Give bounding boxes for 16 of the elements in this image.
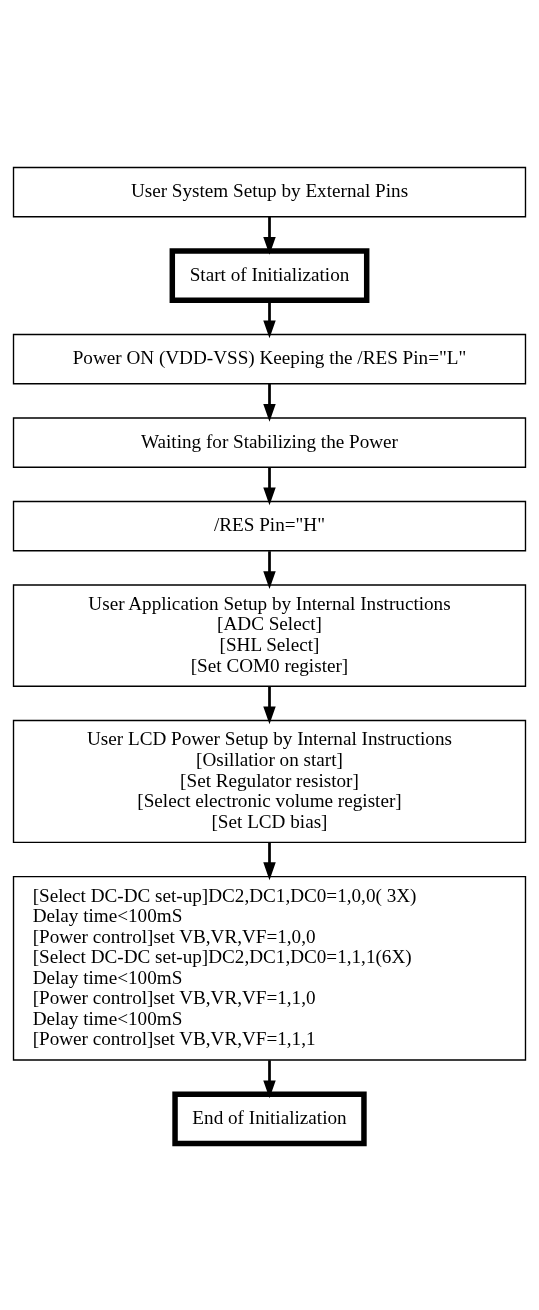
node-box: [Select DC-DC set-up]DC2,DC1,DC0=1,0,0( 3X) Delay time<100mS [Power control]set VB,VR,VF=1,0,0 [Select DC-DC set-up]DC2,DC1,DC0=1,1,1(6X) Delay time<100mS [Power control]set VB,VR,VF=1,1,0 Delay time<100mS [Power control]set VB,VR,VF=1,1,1 — [12, 875, 527, 1061]
arrow — [263, 550, 276, 589]
node-box: Power ON (VDD-VSS) Keeping the /RES Pin="L" — [12, 333, 527, 384]
arrow — [263, 216, 276, 255]
node-box: Waiting for Stabilizing the Power — [12, 416, 527, 468]
node-box: User LCD Power Setup by Internal Instructions [Osillatior on start] [Set Regulator resistor] [Select electronic volume register] [Set LCD bias] — [12, 719, 527, 843]
arrow — [263, 1059, 276, 1098]
node-box: User System Setup by External Pins — [12, 166, 527, 217]
arrow — [263, 466, 276, 505]
node-box: /RES Pin="H" — [12, 500, 527, 551]
node-box: End of Initialization — [172, 1091, 367, 1146]
node-box: Start of Initialization — [169, 247, 370, 303]
arrow — [263, 686, 276, 724]
node-box: User Application Setup by Internal Instructions [ADC Select] [SHL Select] [Set COM0 register] — [12, 583, 527, 687]
arrow — [263, 842, 276, 880]
arrow — [263, 383, 276, 422]
